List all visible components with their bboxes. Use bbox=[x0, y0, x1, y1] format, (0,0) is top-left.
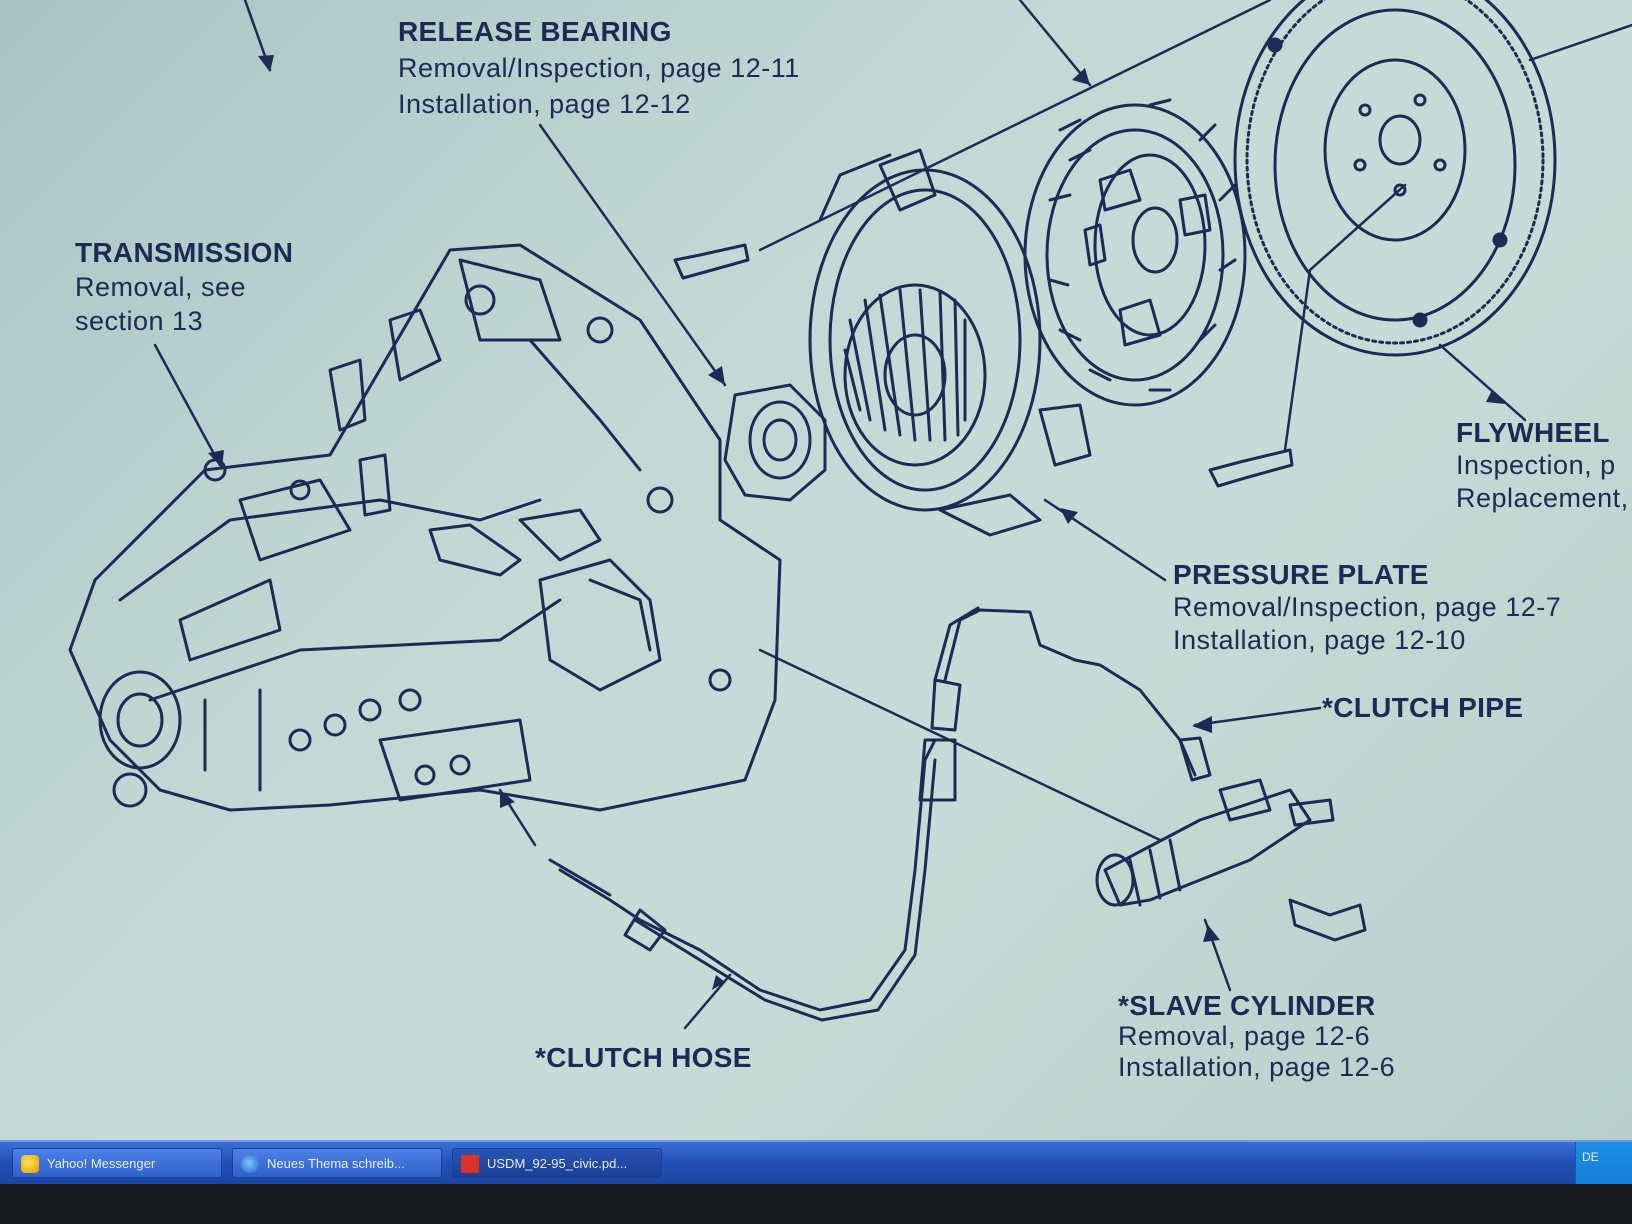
pressure-plate-label: PRESSURE PLATE Removal/Inspection, page … bbox=[1173, 558, 1561, 657]
transmission-drawing bbox=[68, 243, 782, 812]
release-bearing-drawing bbox=[723, 383, 827, 502]
slave-cylinder-removal: Removal, page 12-6 bbox=[1118, 1021, 1371, 1051]
flywheel-title: FLYWHEEL bbox=[1456, 417, 1610, 448]
transmission-removal: Removal, see bbox=[75, 272, 247, 302]
transmission-title: TRANSMISSION bbox=[75, 237, 294, 268]
clutch-disc-drawing bbox=[1023, 98, 1247, 407]
pressure-plate-drawing bbox=[808, 148, 1092, 537]
clutch-pipe-drawing bbox=[930, 606, 1212, 782]
transmission-label: TRANSMISSION Removal, see section 13 bbox=[75, 236, 293, 338]
release-bearing-title: RELEASE BEARING bbox=[398, 16, 672, 47]
release-bearing-removal: Removal/Inspection, page 12-11 bbox=[398, 53, 800, 83]
taskbar-item-label: Yahoo! Messenger bbox=[47, 1156, 156, 1171]
slave-cylinder-installation: Installation, page 12-6 bbox=[1118, 1052, 1396, 1082]
clutch-pipe-title: *CLUTCH PIPE bbox=[1322, 692, 1524, 723]
flywheel-replacement: Replacement, bbox=[1456, 483, 1629, 513]
taskbar-item-browser[interactable]: Neues Thema schreib... bbox=[232, 1148, 442, 1178]
release-bearing-label: RELEASE BEARING Removal/Inspection, page… bbox=[398, 14, 800, 122]
bolt-drawing bbox=[673, 243, 1367, 942]
flywheel-label: FLYWHEEL Inspection, p Replacement, bbox=[1456, 416, 1629, 515]
transmission-section: section 13 bbox=[75, 306, 204, 336]
clutch-hose-title: *CLUTCH HOSE bbox=[535, 1042, 752, 1073]
slave-cylinder-drawing bbox=[1095, 778, 1335, 907]
arrowheads bbox=[208, 55, 1505, 990]
taskbar-item-label: USDM_92-95_civic.pd... bbox=[487, 1156, 628, 1171]
internet-explorer-icon bbox=[241, 1155, 259, 1173]
taskbar: Yahoo! Messenger Neues Thema schreib... … bbox=[0, 1140, 1632, 1186]
pressure-plate-removal: Removal/Inspection, page 12-7 bbox=[1173, 592, 1562, 622]
clutch-hose-label: *CLUTCH HOSE bbox=[535, 1040, 752, 1076]
taskbar-item-pdf[interactable]: USDM_92-95_civic.pd... bbox=[452, 1148, 662, 1178]
clutch-exploded-diagram bbox=[68, 0, 1632, 1030]
monitor-bezel bbox=[0, 1184, 1632, 1224]
taskbar-item-label: Neues Thema schreib... bbox=[267, 1156, 405, 1171]
language-indicator[interactable]: DE bbox=[1582, 1150, 1599, 1164]
clutch-pipe-label: *CLUTCH PIPE bbox=[1322, 690, 1523, 726]
pressure-plate-installation: Installation, page 12-10 bbox=[1173, 625, 1466, 655]
slave-cylinder-title: *SLAVE CYLINDER bbox=[1118, 990, 1376, 1021]
yahoo-messenger-icon bbox=[21, 1155, 39, 1173]
pdf-document-icon bbox=[461, 1155, 479, 1173]
taskbar-item-yahoo-messenger[interactable]: Yahoo! Messenger bbox=[12, 1148, 222, 1178]
flywheel-drawing bbox=[1233, 0, 1557, 357]
clutch-hose-drawing bbox=[548, 738, 957, 1022]
pressure-plate-title: PRESSURE PLATE bbox=[1173, 559, 1429, 590]
release-bearing-installation: Installation, page 12-12 bbox=[398, 89, 691, 119]
system-tray[interactable]: DE bbox=[1575, 1142, 1632, 1186]
slave-cylinder-label: *SLAVE CYLINDER Removal, page 12-6 Insta… bbox=[1118, 990, 1395, 1083]
flywheel-inspection: Inspection, p bbox=[1456, 450, 1616, 480]
